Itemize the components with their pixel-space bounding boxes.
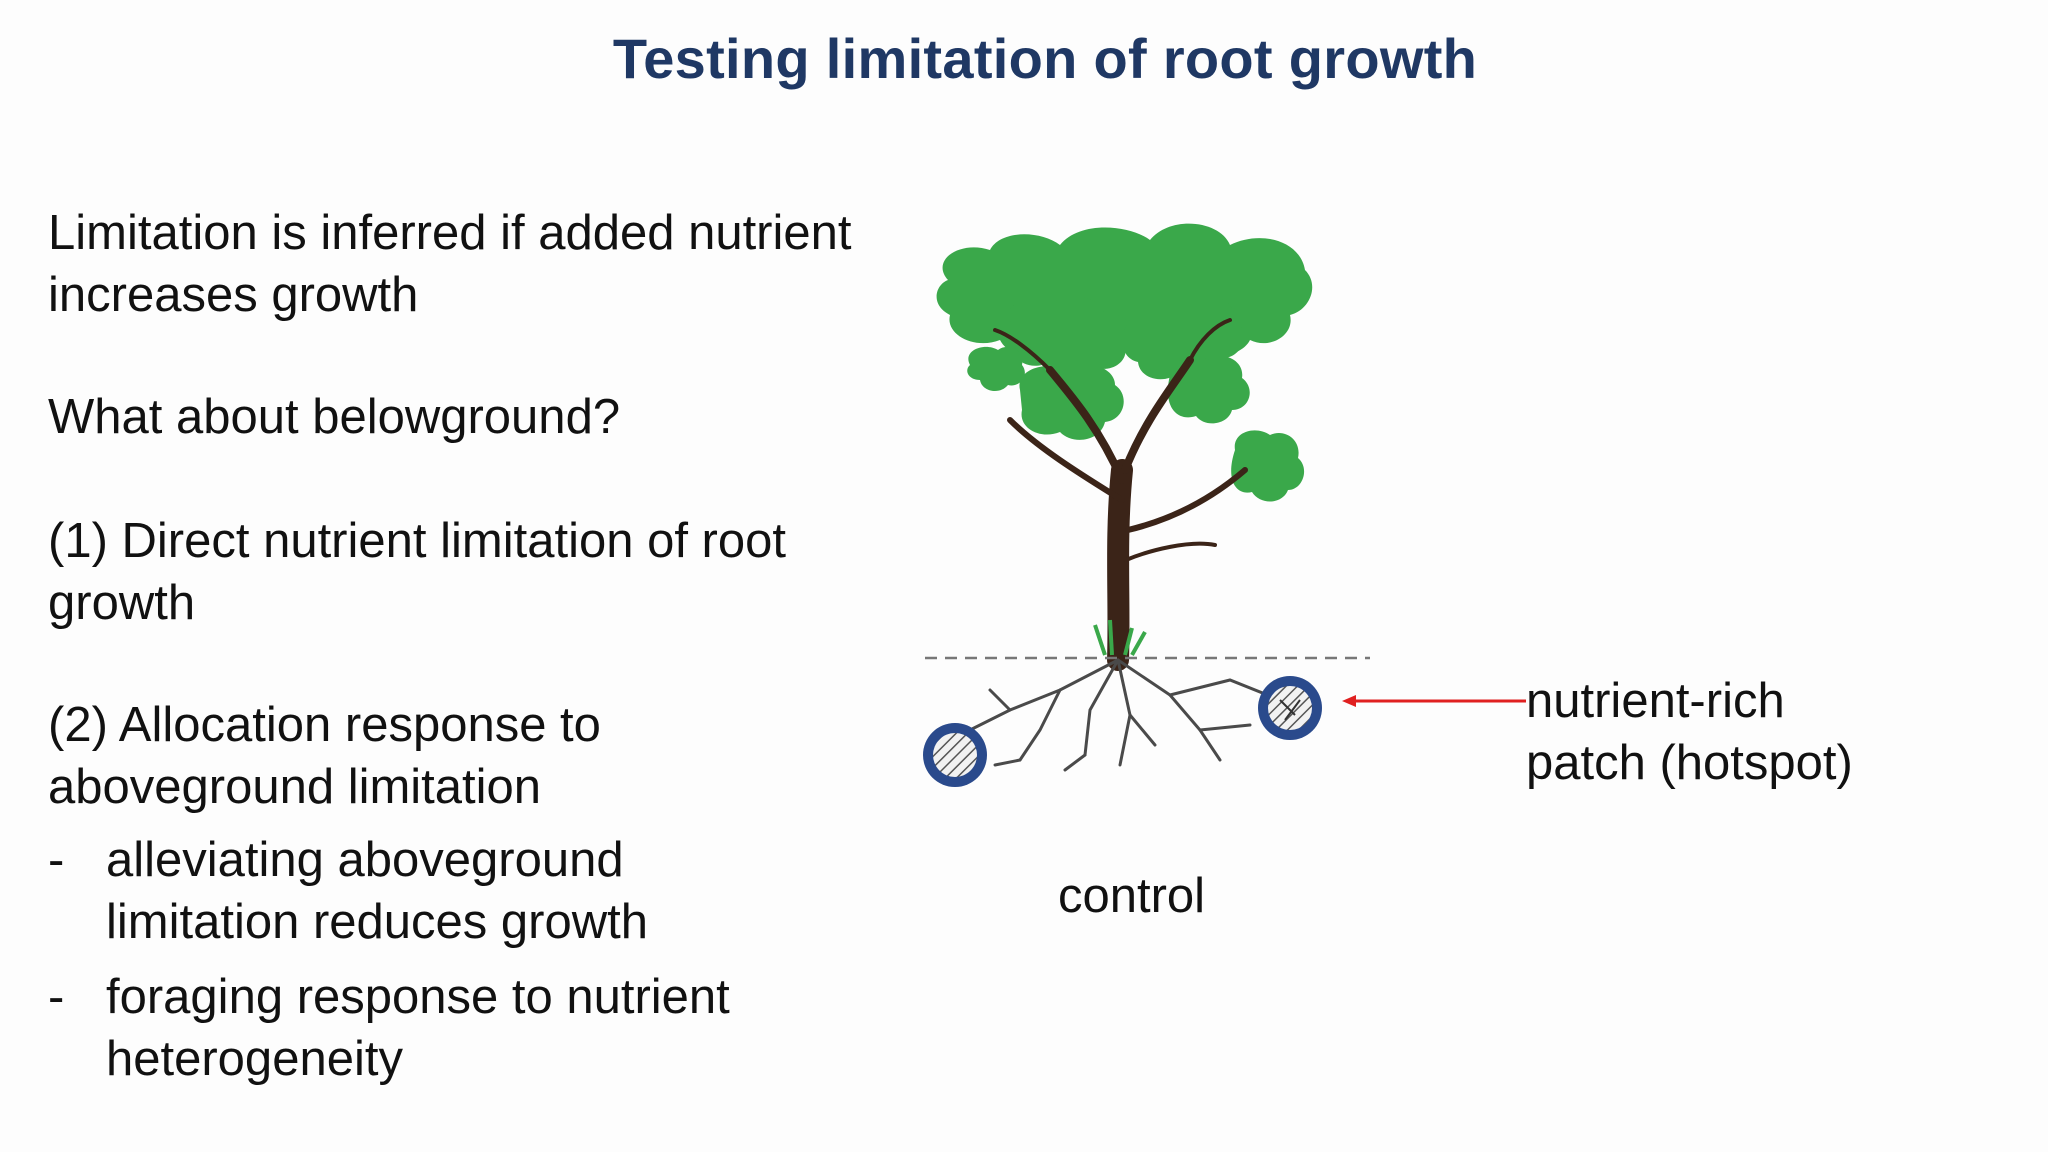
paragraph-allocation-response: (2) Allocation response to aboveground l… <box>48 698 601 814</box>
bullet-marker: - <box>48 833 65 887</box>
paragraph-limitation-inferred: Limitation is inferred if added nutrient… <box>48 206 852 322</box>
bullet-item: - alleviating aboveground limitation red… <box>48 829 848 953</box>
bullet-marker: - <box>48 970 65 1024</box>
slide-title: Testing limitation of root growth <box>612 27 1478 90</box>
bullet-item: - foraging response to nutrient heteroge… <box>48 966 848 1090</box>
nutrient-patch-control <box>923 723 987 787</box>
paragraph-direct-limitation: (1) Direct nutrient limitation of root g… <box>48 514 786 630</box>
tree-trunk <box>993 318 1248 671</box>
bullet-text: alleviating aboveground limitation reduc… <box>106 833 648 949</box>
hotspot-arrow <box>1342 695 1526 707</box>
nutrient-patch-hotspot <box>1258 676 1322 740</box>
hotspot-label: nutrient-rich patch (hotspot) <box>1526 670 2006 794</box>
paragraph-belowground-question: What about belowground? <box>48 390 621 444</box>
hotspot-label-line1: nutrient-rich <box>1526 674 1785 728</box>
bullet-text: foraging response to nutrient heterogene… <box>106 970 730 1086</box>
control-label: control <box>1058 869 1206 923</box>
tree-root-illustration <box>923 223 1370 787</box>
grass-tuft <box>1093 619 1147 656</box>
hotspot-label-line2: patch (hotspot) <box>1526 736 1853 790</box>
tree-roots <box>968 658 1282 772</box>
